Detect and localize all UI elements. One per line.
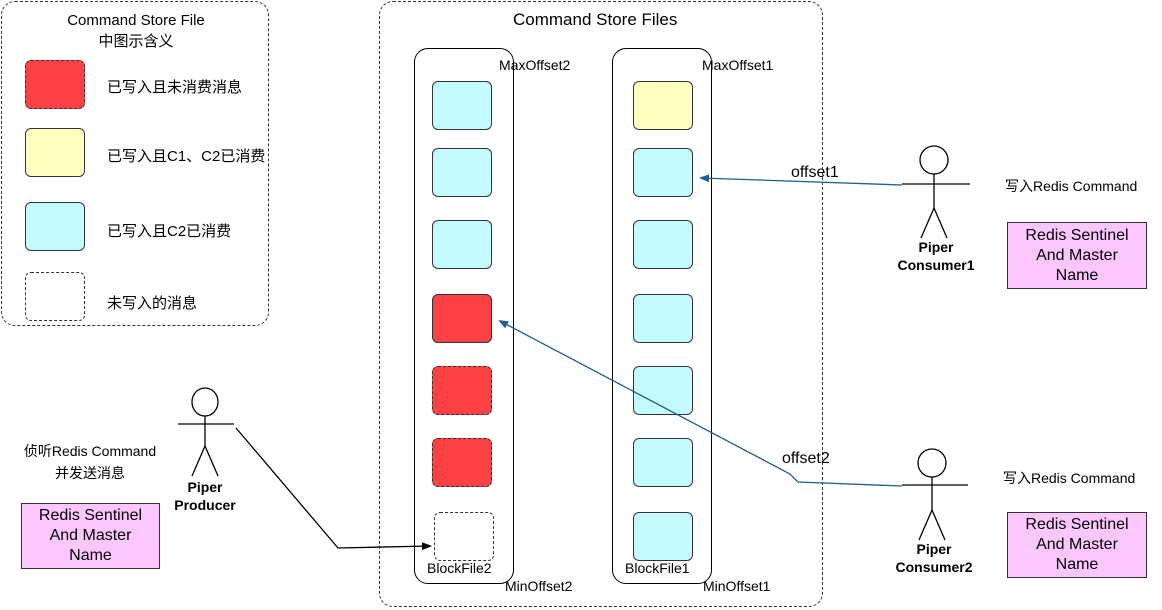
block-file-1: [612, 48, 712, 584]
file2-block-7: [434, 512, 494, 561]
consumer2-name-line2: Consumer2: [895, 559, 973, 575]
file2-block-2: [432, 148, 492, 197]
producer-sentinel-box: Redis Sentinel And Master Name: [21, 503, 160, 569]
legend-title: Command Store File 中图示含义: [2, 10, 270, 52]
producer-actor-icon: [178, 387, 234, 477]
file2-block-3: [432, 220, 492, 269]
file1-block-7: [633, 512, 693, 561]
consumer1-name-line2: Consumer1: [897, 257, 975, 273]
file1-block-2: [633, 148, 693, 197]
offset1-label: offset1: [791, 164, 839, 181]
consumer2-name-line1: Piper: [916, 541, 952, 557]
consumer1-name-line1: Piper: [918, 239, 954, 255]
max-offset-1-label: MaxOffset1: [702, 57, 774, 73]
file1-block-5: [633, 366, 693, 415]
legend-panel: Command Store File 中图示含义 已写入且未消费消息 已写入且C…: [1, 1, 269, 326]
producer-box-line1: Redis Sentinel: [38, 507, 143, 524]
legend-swatch-c2-consumed: [25, 202, 85, 251]
legend-label-both-consumed: 已写入且C1、C2已消费: [107, 148, 266, 165]
file2-block-4: [432, 294, 492, 343]
consumer1-box-line3: Name: [1055, 266, 1099, 284]
legend-label-unconsumed: 已写入且未消费消息: [107, 79, 243, 96]
file1-block-4: [633, 294, 693, 343]
file1-block-3: [633, 220, 693, 269]
producer-name: Piper Producer: [160, 478, 250, 514]
consumer1-name: Piper Consumer1: [886, 238, 986, 274]
consumer2-name: Piper Consumer2: [884, 540, 984, 576]
consumer1-actor-icon: [902, 145, 970, 239]
legend-label-c2-consumed: 已写入且C2已消费: [107, 223, 232, 240]
store-container: [379, 1, 823, 607]
store-title: Command Store Files: [513, 10, 678, 29]
consumer1-box-line2: And Master: [1036, 246, 1118, 264]
consumer2-action: 写入Redis Command: [1003, 470, 1136, 486]
file1-block-1: [633, 81, 693, 130]
block-file-1-name: BlockFile1: [625, 560, 690, 576]
producer-action-line2: 并发送消息: [55, 465, 125, 481]
legend-swatch-unconsumed: [25, 60, 85, 109]
consumer2-actor-icon: [902, 448, 968, 541]
consumer2-box-line1: Redis Sentinel: [1025, 516, 1129, 533]
legend-swatch-unwritten: [25, 272, 85, 321]
legend-title-line1: Command Store File: [67, 12, 205, 29]
block-file-2: [414, 48, 514, 584]
file2-block-5: [432, 366, 492, 415]
block-file-2-name: BlockFile2: [427, 560, 492, 576]
consumer1-action: 写入Redis Command: [1005, 178, 1138, 194]
consumer1-sentinel-box: Redis Sentinel And Master Name: [1007, 222, 1147, 289]
producer-action-line1: 侦听Redis Command: [23, 443, 157, 459]
legend-swatch-both-consumed: [25, 128, 85, 177]
file2-block-1: [432, 81, 492, 130]
max-offset-2-label: MaxOffset2: [499, 57, 571, 73]
file2-block-6: [432, 438, 492, 487]
producer-action: 侦听Redis Command 并发送消息: [10, 440, 170, 484]
producer-name-line2: Producer: [174, 497, 236, 513]
producer-box-line3: Name: [69, 547, 112, 564]
file1-block-6: [633, 438, 693, 487]
producer-box-line2: And Master: [49, 527, 132, 544]
legend-label-unwritten: 未写入的消息: [107, 295, 198, 312]
producer-name-line1: Piper: [187, 479, 223, 495]
consumer2-box-line2: And Master: [1036, 536, 1118, 553]
min-offset-1-label: MinOffset1: [703, 578, 771, 594]
consumer2-box-line3: Name: [1055, 556, 1099, 573]
consumer1-box-line1: Redis Sentinel: [1025, 226, 1129, 244]
legend-title-line2: 中图示含义: [98, 33, 174, 50]
min-offset-2-label: MinOffset2: [505, 578, 573, 594]
consumer2-sentinel-box: Redis Sentinel And Master Name: [1007, 512, 1147, 578]
offset2-label: offset2: [782, 450, 830, 467]
